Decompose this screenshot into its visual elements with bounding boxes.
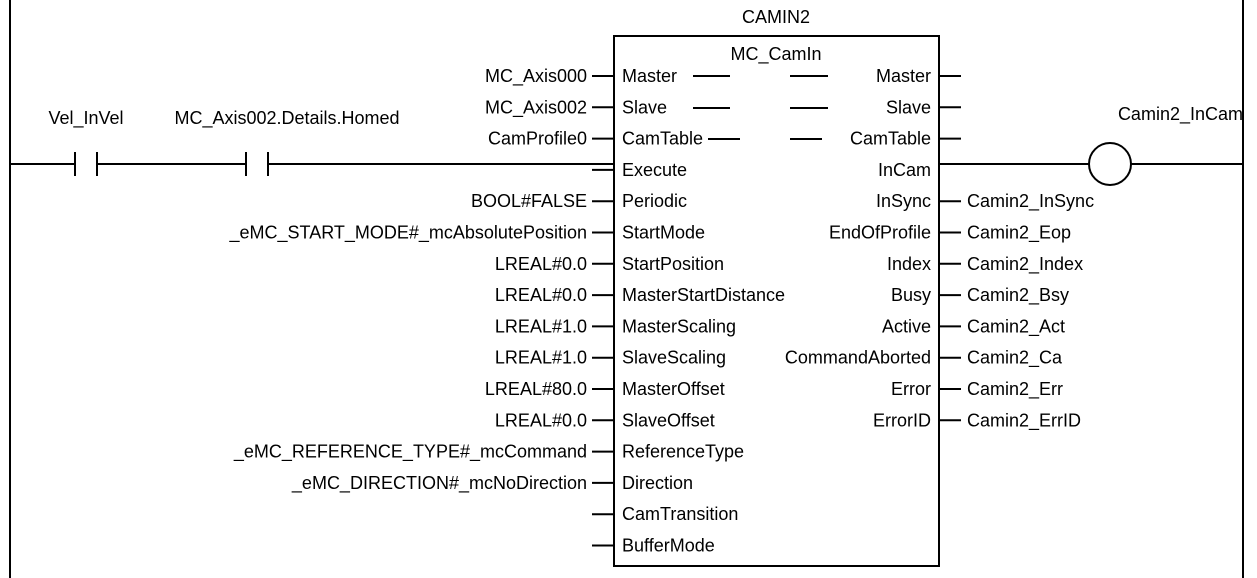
output-pin-error: Error Camin2_Err (891, 379, 1063, 400)
pin-name: Master (876, 66, 931, 86)
pin-argument[interactable]: Camin2_Act (967, 316, 1065, 337)
pin-argument[interactable]: CamProfile0 (488, 129, 587, 149)
input-pin-slave: Slave MC_Axis002 (485, 97, 667, 118)
pin-argument[interactable]: Camin2_Err (967, 379, 1063, 400)
pin-name: EndOfProfile (829, 223, 931, 243)
input-pin-buffer-mode: BufferMode (592, 536, 715, 556)
pin-argument[interactable]: Camin2_ErrID (967, 410, 1081, 431)
pin-name: MasterOffset (622, 379, 725, 399)
pin-name: Periodic (622, 191, 687, 211)
input-pin-periodic: Periodic BOOL#FALSE (471, 191, 687, 211)
input-pin-slave-offset: SlaveOffset LREAL#0.0 (495, 410, 715, 430)
output-pin-busy: Busy Camin2_Bsy (891, 285, 1069, 306)
pin-name: Busy (891, 285, 931, 305)
pin-name: StartPosition (622, 254, 724, 274)
pin-name: CamTable (622, 129, 703, 149)
output-pin-index: Index Camin2_Index (887, 254, 1083, 275)
function-block-box (613, 35, 940, 567)
coil-label: Camin2_InCam (1118, 104, 1243, 125)
pin-name: StartMode (622, 223, 705, 243)
pin-name: SlaveScaling (622, 348, 726, 368)
pin-argument[interactable]: Camin2_Eop (967, 223, 1071, 244)
pin-name: Slave (886, 97, 931, 117)
pin-argument[interactable]: LREAL#1.0 (495, 348, 587, 368)
pin-name: InSync (876, 191, 931, 211)
pin-name: SlaveOffset (622, 410, 715, 430)
contact-vel-invel[interactable]: Vel_InVel (48, 108, 124, 176)
pin-name: Master (622, 66, 677, 86)
pin-name: Direction (622, 473, 693, 493)
output-pin-command-aborted: CommandAborted Camin2_Ca (785, 348, 1063, 369)
output-pin-in-sync: InSync Camin2_InSync (876, 191, 1094, 212)
pin-name: ErrorID (873, 410, 931, 430)
input-pin-cam-table: CamTable CamProfile0 (488, 129, 703, 149)
input-pin-master-offset: MasterOffset LREAL#80.0 (485, 379, 725, 399)
input-pin-master-start-distance: MasterStartDistance LREAL#0.0 (495, 285, 785, 305)
pin-name: InCam (878, 160, 931, 180)
input-pin-start-mode: StartMode _eMC_START_MODE#_mcAbsolutePosi… (229, 223, 706, 244)
output-pin-master: Master (876, 66, 961, 86)
pin-argument[interactable]: MC_Axis000 (485, 66, 587, 87)
instance-name: CAMIN2 (742, 7, 810, 27)
input-pin-slave-scaling: SlaveScaling LREAL#1.0 (495, 348, 726, 368)
pin-name: MasterScaling (622, 316, 736, 336)
pin-name: CamTransition (622, 504, 738, 524)
function-name: MC_CamIn (730, 44, 821, 65)
contact-label: Vel_InVel (48, 108, 123, 129)
pin-name: ReferenceType (622, 442, 744, 462)
output-pin-cam-table: CamTable (850, 129, 961, 149)
pin-name: MasterStartDistance (622, 285, 785, 305)
input-pin-cam-transition: CamTransition (592, 504, 738, 524)
pin-name: CamTable (850, 129, 931, 149)
pin-argument[interactable]: BOOL#FALSE (471, 191, 587, 211)
pin-argument[interactable]: LREAL#80.0 (485, 379, 587, 399)
pin-argument[interactable]: LREAL#0.0 (495, 285, 587, 305)
function-block[interactable]: CAMIN2 MC_CamIn (613, 7, 940, 567)
pin-argument[interactable]: MC_Axis002 (485, 97, 587, 118)
pin-argument[interactable]: _eMC_START_MODE#_mcAbsolutePosition (229, 223, 587, 244)
output-pin-error-id: ErrorID Camin2_ErrID (873, 410, 1081, 431)
pin-argument[interactable]: Camin2_Index (967, 254, 1083, 275)
inout-dashes (693, 75, 828, 140)
input-pin-master: Master MC_Axis000 (485, 66, 677, 87)
input-pin-direction: Direction _eMC_DIRECTION#_mcNoDirection (291, 473, 693, 494)
output-pin-end-of-profile: EndOfProfile Camin2_Eop (829, 223, 1071, 244)
pin-name: Execute (622, 160, 687, 180)
pin-argument[interactable]: _eMC_DIRECTION#_mcNoDirection (291, 473, 587, 494)
pin-argument[interactable]: Camin2_Bsy (967, 285, 1069, 306)
input-pin-reference-type: ReferenceType _eMC_REFERENCE_TYPE#_mcComm… (233, 442, 744, 463)
output-pin-in-cam: InCam (878, 160, 931, 180)
pin-argument[interactable]: Camin2_InSync (967, 191, 1094, 212)
input-pins: MasterMC_Axis000SlaveMC_Axis002CamTableC… (229, 66, 786, 556)
contact-homed[interactable]: MC_Axis002.Details.Homed (174, 108, 400, 176)
pin-name: CommandAborted (785, 348, 931, 368)
pin-argument[interactable]: _eMC_REFERENCE_TYPE#_mcCommand (233, 442, 587, 463)
pin-name: Index (887, 254, 931, 274)
input-pin-start-position: StartPosition LREAL#0.0 (495, 254, 724, 274)
contact-label: MC_Axis002.Details.Homed (174, 108, 399, 129)
coil-camin2-incam[interactable]: Camin2_InCam (1088, 104, 1243, 186)
pin-argument[interactable]: LREAL#0.0 (495, 254, 587, 274)
input-pin-master-scaling: MasterScaling LREAL#1.0 (495, 316, 736, 336)
coil-circle (1088, 142, 1132, 186)
pin-name: Active (882, 316, 931, 336)
pin-name: BufferMode (622, 536, 715, 556)
pin-name: Error (891, 379, 931, 399)
input-pin-execute: Execute (592, 160, 687, 180)
output-pin-active: Active Camin2_Act (882, 316, 1065, 337)
pin-argument[interactable]: Camin2_Ca (967, 348, 1063, 369)
pin-name: Slave (622, 97, 667, 117)
output-pin-slave: Slave (886, 97, 961, 117)
pin-argument[interactable]: LREAL#1.0 (495, 316, 587, 336)
pin-argument[interactable]: LREAL#0.0 (495, 410, 587, 430)
